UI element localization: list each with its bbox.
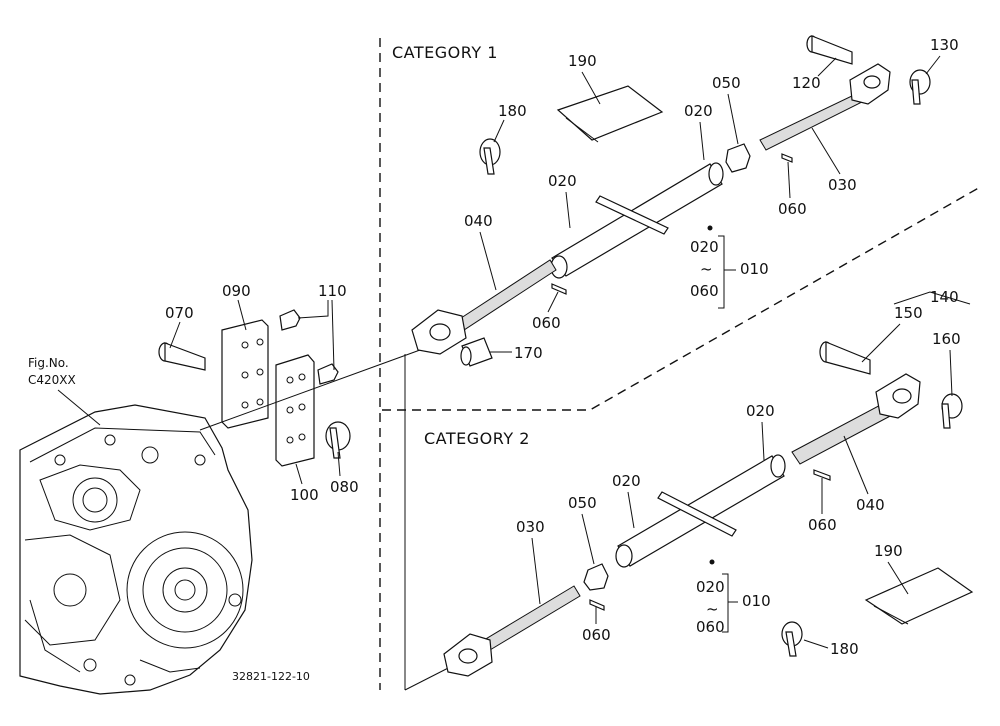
cat2-callout-140: 140 — [930, 288, 959, 306]
cat2-pin-060-lower — [589, 599, 605, 611]
cat2-tilde: ~ — [706, 600, 719, 618]
cat2-tube-010 — [615, 454, 786, 568]
cat1-point-marker — [707, 225, 713, 231]
cat1-pin-060-upper — [781, 153, 793, 163]
cat1-callout-020c: 020 — [690, 238, 719, 256]
bracket-100 — [275, 354, 315, 467]
cat2-callout-040: 040 — [856, 496, 885, 514]
callout-090: 090 — [222, 282, 251, 300]
cat2-nut-050 — [583, 563, 609, 591]
cat2-callout-160: 160 — [932, 330, 961, 348]
cat1-callout-180: 180 — [498, 102, 527, 120]
pin-070 — [158, 342, 206, 371]
cat1-callout-130: 130 — [930, 36, 959, 54]
clip-080 — [325, 421, 351, 459]
figure-ref-leader — [57, 389, 101, 426]
cat1-pin-120 — [806, 35, 853, 65]
callout-070: 070 — [165, 304, 194, 322]
bolt-110-upper — [279, 309, 301, 331]
cat1-callout-030: 030 — [828, 176, 857, 194]
transmission-housing — [19, 404, 253, 695]
cat1-instruction-sheet-190 — [556, 85, 664, 143]
cat2-callout-020c: 020 — [696, 578, 725, 596]
cat2-range-bracket — [722, 573, 729, 633]
cat2-callout-180: 180 — [830, 640, 859, 658]
cat1-callout-060c: 060 — [690, 282, 719, 300]
bolt-110-lower — [317, 363, 339, 385]
cat2-pin-150 — [819, 341, 871, 375]
callout-100: 100 — [290, 486, 319, 504]
cat2-callout-020a: 020 — [746, 402, 775, 420]
cat1-rod-end-040 — [411, 259, 557, 355]
cat2-callout-020b: 020 — [612, 472, 641, 490]
cat1-callout-060b: 060 — [532, 314, 561, 332]
cat1-rod-end-030 — [759, 63, 891, 151]
cat1-bushing-170 — [460, 337, 493, 367]
leader-cat1 — [199, 349, 421, 431]
cat2-callout-060c: 060 — [696, 618, 725, 636]
cat1-callout-170: 170 — [514, 344, 543, 362]
cat2-callout-030: 030 — [516, 518, 545, 536]
cat1-callout-040: 040 — [464, 212, 493, 230]
cat1-callout-060a: 060 — [778, 200, 807, 218]
cat1-pin-060-lower — [551, 283, 567, 295]
cat2-callout-060a: 060 — [582, 626, 611, 644]
cat1-callout-020b: 020 — [548, 172, 577, 190]
cat2-pin-060-upper — [813, 469, 831, 481]
callout-110: 110 — [318, 282, 347, 300]
cat2-callout-190: 190 — [874, 542, 903, 560]
category-1-title: CATEGORY 1 — [392, 43, 498, 62]
cat1-clip-180 — [479, 138, 501, 175]
cat1-range-bracket — [718, 235, 725, 309]
cat2-point-marker — [709, 559, 715, 565]
cat2-callout-050: 050 — [568, 494, 597, 512]
cat1-callout-010: 010 — [740, 260, 769, 278]
cat2-rod-end-030 — [443, 585, 581, 677]
cat2-clip-160 — [941, 393, 963, 429]
cat1-callout-120: 120 — [792, 74, 821, 92]
cat1-callout-020a: 020 — [684, 102, 713, 120]
cat2-callout-010: 010 — [742, 592, 771, 610]
cat2-clip-180 — [781, 621, 803, 657]
drawing-number: 32821-122-10 — [232, 670, 310, 683]
cat1-callout-050: 050 — [712, 74, 741, 92]
cat2-instruction-sheet-190 — [864, 567, 974, 625]
cat2-rod-end-040 — [791, 373, 921, 465]
cat1-nut-050 — [725, 143, 751, 173]
bracket-090 — [221, 319, 269, 429]
cat2-callout-150: 150 — [894, 304, 923, 322]
cat1-clip-130 — [909, 69, 931, 105]
cat1-tube-010 — [550, 162, 724, 279]
figure-ref-line2: C420XX — [28, 373, 76, 387]
cat1-callout-190: 190 — [568, 52, 597, 70]
cat2-callout-060b: 060 — [808, 516, 837, 534]
cat1-tilde: ~ — [700, 260, 713, 278]
figure-ref-line1: Fig.No. — [28, 356, 69, 370]
category-2-title: CATEGORY 2 — [424, 429, 530, 448]
cat2-140-bracket — [893, 291, 971, 305]
callout-080: 080 — [330, 478, 359, 496]
